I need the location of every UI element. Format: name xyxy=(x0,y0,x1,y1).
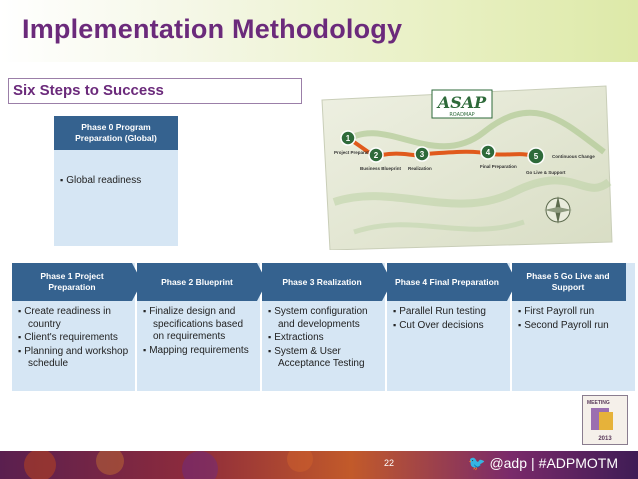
svg-text:2: 2 xyxy=(374,151,379,160)
phase-2-header: Phase 2 Blueprint xyxy=(137,263,267,301)
asap-logo: ASAP ROADMAP xyxy=(431,89,493,119)
svg-text:MEETING: MEETING xyxy=(587,400,610,406)
compass-icon xyxy=(544,196,572,224)
svg-text:4: 4 xyxy=(486,148,491,157)
phase-3-header: Phase 3 Realization xyxy=(262,263,392,301)
meeting-badge-art: MEETING 2013 xyxy=(587,400,613,442)
asap-roadmap-map: ASAP ROADMAP 1 Project Preparation 2 Bus… xyxy=(321,85,613,250)
phase-1-header: Phase 1 Project Preparation xyxy=(12,263,142,301)
svg-text:Final Preparation: Final Preparation xyxy=(480,164,517,169)
page-title: Implementation Methodology xyxy=(22,14,403,44)
svg-text:5: 5 xyxy=(534,152,539,161)
header-band xyxy=(0,0,638,62)
phase-1-item: Create readiness in country xyxy=(18,305,131,331)
subtitle: Six Steps to Success xyxy=(13,82,164,99)
phase-card-5: Phase 5 Go Live and Support First Payrol… xyxy=(512,263,635,391)
phase-4-list: Parallel Run testing Cut Over decisions xyxy=(387,305,510,332)
phase-3-list: System configuration and developments Ex… xyxy=(262,305,385,371)
phase-2-item: Mapping requirements xyxy=(143,344,256,358)
phase0-item: Global readiness xyxy=(60,175,172,186)
svg-text:Business Blueprint: Business Blueprint xyxy=(360,166,402,171)
meeting-badge: MEETING 2013 xyxy=(582,395,628,445)
roadmap-step-5: 5 Go Live & Support xyxy=(526,147,566,175)
phase-3-item: System & User Acceptance Testing xyxy=(268,345,381,371)
phase-5-list: First Payroll run Second Payroll run xyxy=(512,305,626,332)
svg-text:3: 3 xyxy=(420,150,425,159)
roadmap-step-4: 4 Final Preparation xyxy=(480,144,517,169)
phase-card-1: Phase 1 Project Preparation Create readi… xyxy=(12,263,135,391)
phase-1-item: Planning and workshop schedule xyxy=(18,345,131,371)
svg-text:2013: 2013 xyxy=(598,436,612,442)
svg-text:Realization: Realization xyxy=(408,166,432,171)
phase-1-item: Client's requirements xyxy=(18,331,131,345)
phase-2-item: Finalize design and specifications based… xyxy=(143,305,256,344)
phase-1-list: Create readiness in country Client's req… xyxy=(12,305,135,371)
twitter-bird-icon: 🐦 xyxy=(468,455,486,471)
phase-4-item: Parallel Run testing xyxy=(393,305,506,319)
phase-card-4: Phase 4 Final Preparation Parallel Run t… xyxy=(387,263,510,391)
roadmap-step-2: 2 Business Blueprint xyxy=(360,147,402,171)
phase-5-item: Second Payroll run xyxy=(518,319,622,333)
phase-card-2: Phase 2 Blueprint Finalize design and sp… xyxy=(137,263,260,391)
phase0-body: Global readiness xyxy=(54,150,178,186)
phases-row: Phase 1 Project Preparation Create readi… xyxy=(12,263,635,391)
footer-pattern xyxy=(24,451,313,479)
roadmap-step-1: 1 Project Preparation xyxy=(334,130,376,155)
phase-3-item: Extractions xyxy=(268,331,381,345)
phase-3-item: System configuration and developments xyxy=(268,305,381,331)
svg-text:1: 1 xyxy=(346,134,351,143)
footer-bar xyxy=(0,451,638,479)
phase-card-3: Phase 3 Realization System configuration… xyxy=(262,263,385,391)
page-number: 22 xyxy=(383,458,394,468)
phase0-card: Phase 0 Program Preparation (Global) Glo… xyxy=(54,116,178,246)
footer-separator: | xyxy=(531,455,535,471)
asap-logo-sub: ROADMAP xyxy=(449,112,474,118)
footer-social: 🐦@adp|#ADPMOTM xyxy=(468,455,622,472)
asap-logo-text: ASAP xyxy=(436,93,487,112)
svg-text:Go Live & Support: Go Live & Support xyxy=(526,170,566,175)
roadmap-step-3: 3 Realization xyxy=(408,146,432,171)
subtitle-box: Six Steps to Success xyxy=(8,78,302,104)
roadmap-step-continuous: Continuous Change xyxy=(552,154,595,159)
phase-2-list: Finalize design and specifications based… xyxy=(137,305,260,357)
svg-text:Project Preparation: Project Preparation xyxy=(334,150,376,155)
twitter-handle: @adp xyxy=(489,455,528,471)
map-paper xyxy=(321,85,613,250)
phase-4-header: Phase 4 Final Preparation xyxy=(387,263,517,301)
footer-hashtag: #ADPMOTM xyxy=(538,455,618,471)
phase-5-header: Phase 5 Go Live and Support xyxy=(512,263,626,301)
phase0-header: Phase 0 Program Preparation (Global) xyxy=(54,116,178,150)
phase-4-item: Cut Over decisions xyxy=(393,319,506,333)
phase-5-item: First Payroll run xyxy=(518,305,622,319)
